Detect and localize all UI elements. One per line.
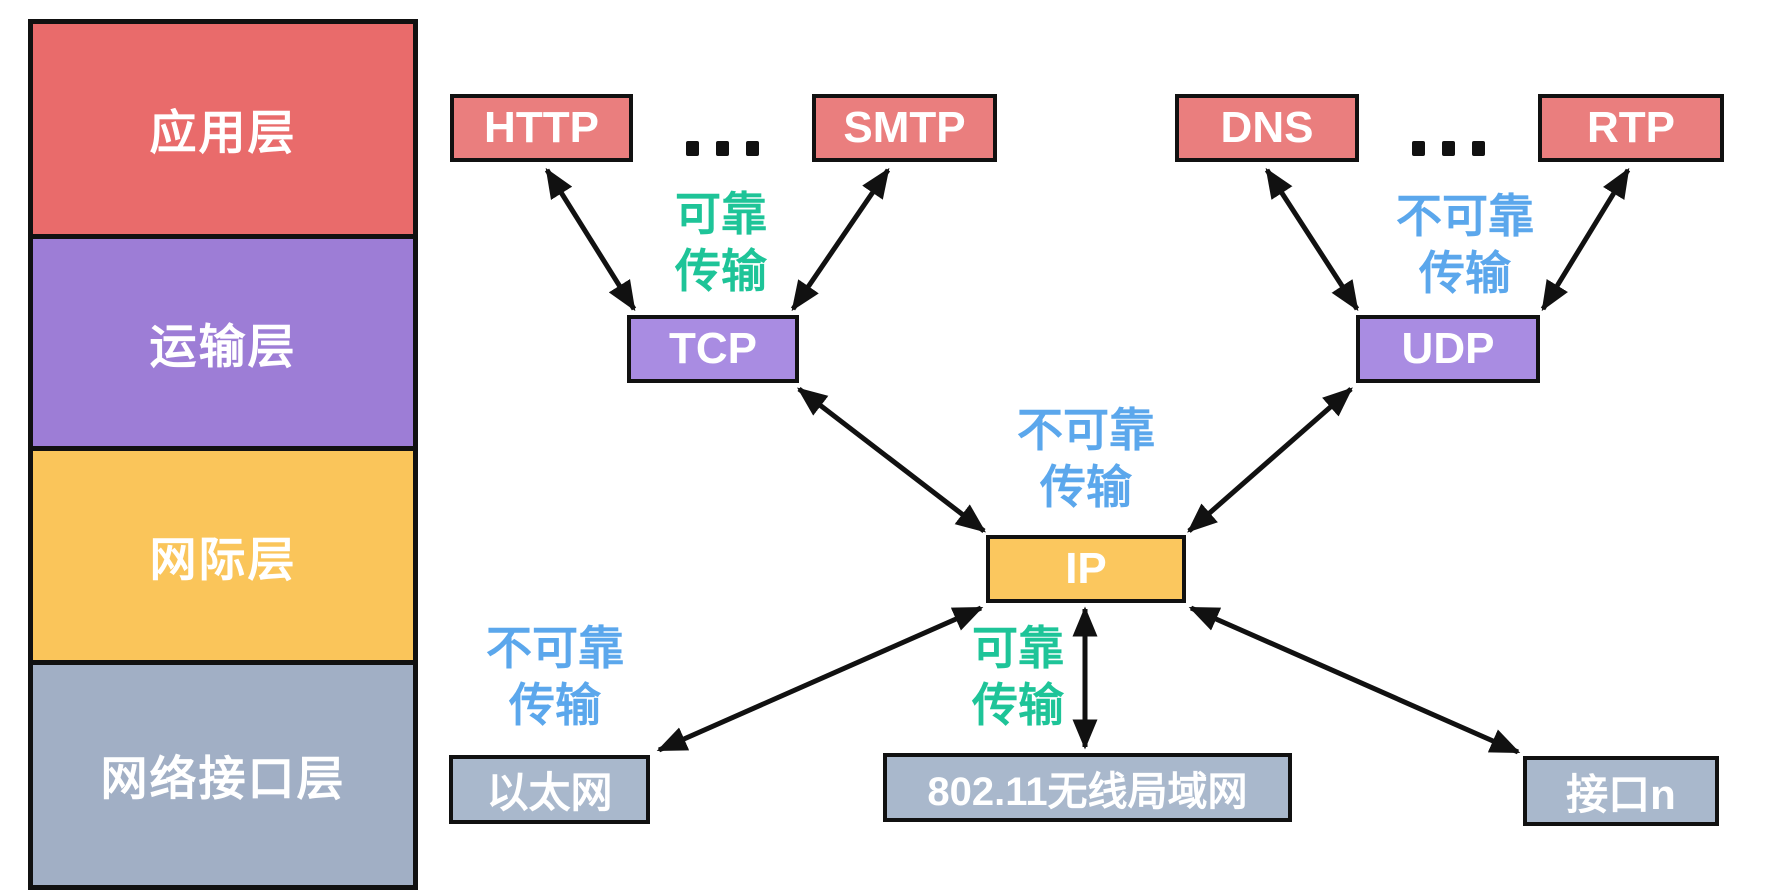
layer-transport: 运输层 xyxy=(28,233,418,451)
annotation-tcp-reliable: 可靠 传输 xyxy=(601,186,841,300)
node-ip-label: IP xyxy=(1065,544,1107,593)
layer-stack: 应用层 运输层 网际层 网络接口层 xyxy=(28,19,418,890)
node-tcp: TCP xyxy=(627,315,799,383)
annotation-line: 不可靠 xyxy=(1396,190,1534,242)
annotation-line: 不可靠 xyxy=(486,622,624,674)
annotation-ip-unreliable: 不可靠 传输 xyxy=(946,402,1226,516)
node-ethernet-label: 以太网 xyxy=(486,769,613,816)
node-wlan: 802.11无线局域网 xyxy=(883,753,1292,822)
annotation-line: 不可靠 xyxy=(1017,404,1155,456)
arrow-ip-interface-n xyxy=(1188,605,1521,755)
layer-network-interface: 网络接口层 xyxy=(28,659,418,890)
annotation-line: 传输 xyxy=(1040,461,1132,514)
node-dns: DNS xyxy=(1175,94,1359,162)
annotation-ethernet-unreliable: 不可靠 传输 xyxy=(415,620,695,734)
ellipsis-icon xyxy=(1412,141,1485,156)
annotation-udp-unreliable: 不可靠 传输 xyxy=(1325,188,1605,302)
annotation-line: 传输 xyxy=(972,679,1064,732)
layer-internet-label: 网际层 xyxy=(149,532,297,586)
annotation-line: 传输 xyxy=(1419,247,1511,300)
node-wlan-label: 802.11无线局域网 xyxy=(927,769,1248,814)
annotation-line: 传输 xyxy=(675,245,767,298)
node-interface-n: 接口n xyxy=(1523,756,1719,826)
node-tcp-label: TCP xyxy=(669,324,757,373)
annotation-wlan-reliable: 可靠 传输 xyxy=(898,620,1138,734)
node-http-label: HTTP xyxy=(484,103,599,152)
annotation-line: 传输 xyxy=(509,679,601,732)
node-rtp-label: RTP xyxy=(1587,103,1675,152)
node-smtp-label: SMTP xyxy=(843,103,966,152)
node-dns-label: DNS xyxy=(1220,103,1314,152)
layer-transport-label: 运输层 xyxy=(149,319,297,373)
layer-application: 应用层 xyxy=(28,19,418,239)
node-udp: UDP xyxy=(1356,315,1540,383)
annotation-line: 可靠 xyxy=(972,622,1064,674)
annotation-line: 可靠 xyxy=(675,188,767,240)
node-udp-label: UDP xyxy=(1401,324,1495,373)
layer-network-interface-label: 网络接口层 xyxy=(100,752,346,806)
node-rtp: RTP xyxy=(1538,94,1724,162)
layer-internet: 网际层 xyxy=(28,445,418,665)
node-ethernet: 以太网 xyxy=(449,755,650,824)
node-interface-n-label: 接口n xyxy=(1566,770,1676,818)
node-smtp: SMTP xyxy=(812,94,997,162)
ellipsis-icon xyxy=(686,141,759,156)
node-http: HTTP xyxy=(450,94,633,162)
node-ip: IP xyxy=(986,535,1186,603)
layer-application-label: 应用层 xyxy=(149,106,297,160)
